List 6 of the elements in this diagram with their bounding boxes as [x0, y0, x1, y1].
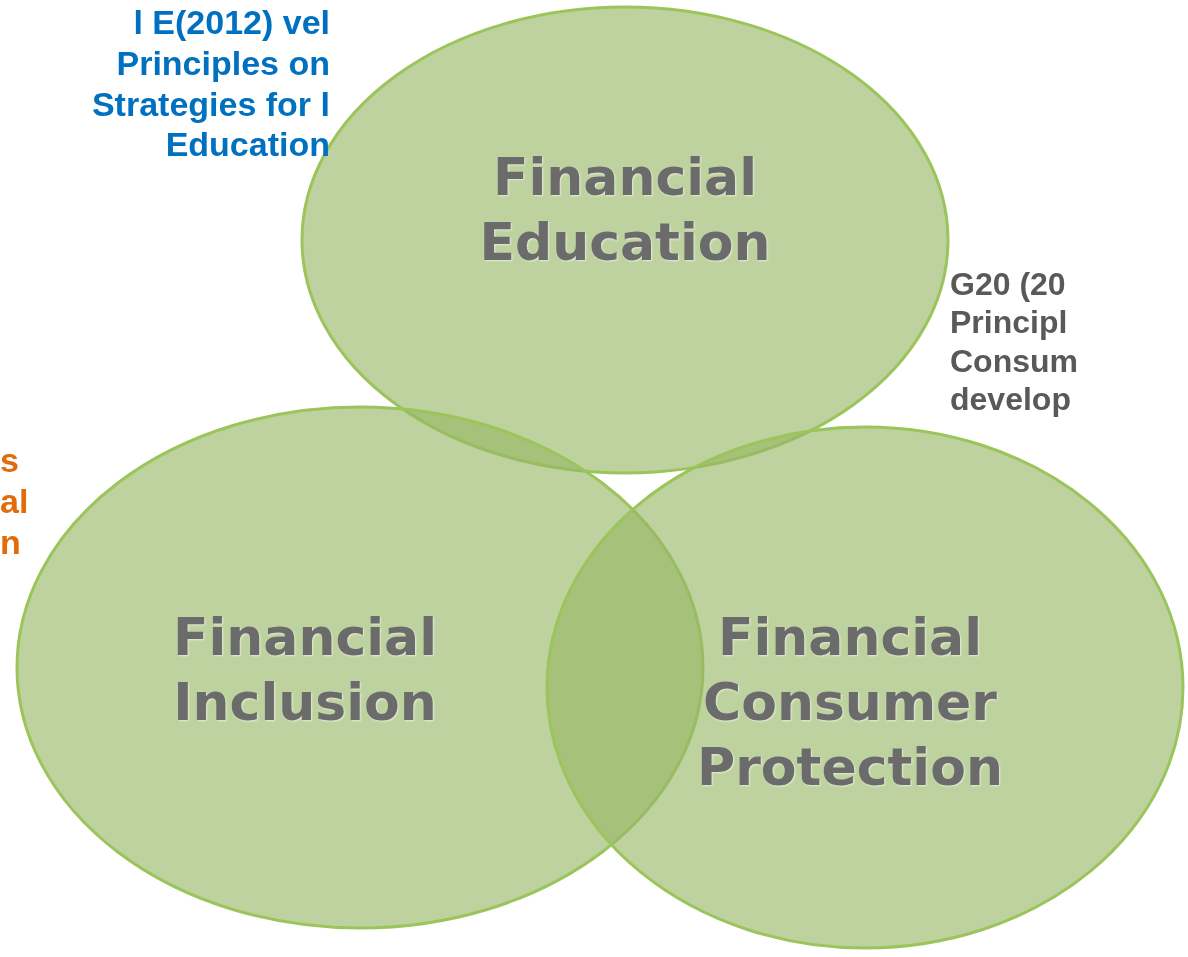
- note-text: G20 (20 Principl Consum develop: [950, 265, 1079, 419]
- note-text: l E(2012) vel Principles on Strategies for l Education: [90, 2, 330, 166]
- note-text: s al n: [0, 440, 30, 563]
- circle-label: Financial Education: [478, 146, 772, 274]
- circle-label: Financial Consumer Protection: [696, 606, 1004, 799]
- circle-label: Financial Inclusion: [171, 606, 438, 734]
